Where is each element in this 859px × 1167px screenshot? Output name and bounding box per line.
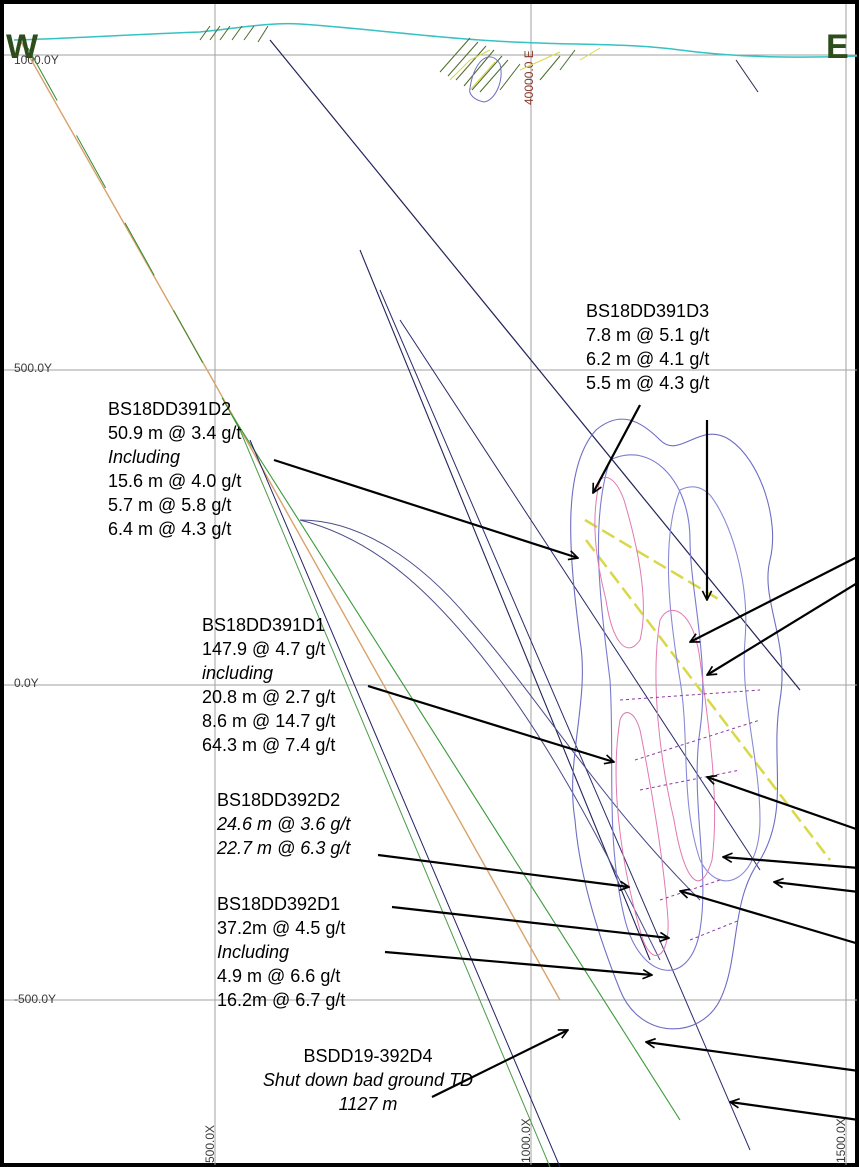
annotation-bsdd19-392d4: BSDD19-392D4 Shut down bad ground TD 112… [263,1046,473,1114]
drill-trace-branch [359,249,651,961]
drill-trace-green [229,411,681,1121]
annotation-intercept: 8.6 m @ 14.7 g/t [202,711,335,731]
surface-hatching [199,25,576,93]
annotation-intercept: 22.7 m @ 6.3 g/t [216,838,351,858]
leader-arrows [273,404,859,1122]
grid-label-yneg500: -500.0Y [14,992,56,1006]
arrow-east-1 [690,555,859,643]
arrow-392d2-a [377,853,629,887]
annotation-intercept: 6.4 m @ 4.3 g/t [108,519,231,539]
grid-label-y0: 0.0Y [14,676,39,690]
high-grade-3 [615,712,669,956]
annotation-including: Including [217,942,289,962]
arrow-391d1 [367,684,614,762]
grid-label-top-marker: 40000.0 E [522,50,536,105]
annotation-bs18dd392d2: BS18DD392D2 24.6 m @ 3.6 g/t 22.7 m @ 6.… [216,790,351,858]
annotation-bs18dd391d3: BS18DD391D3 7.8 m @ 5.1 g/t 6.2 m @ 4.1 … [586,301,709,393]
annotation-intercept: 147.9 @ 4.7 g/t [202,639,325,659]
annotation-including: including [202,663,273,683]
annotation-including: Including [108,447,180,467]
annotation-intercept: 50.9 m @ 3.4 g/t [108,423,241,443]
drill-trace-yellow-upper [584,518,721,602]
annotation-bs18dd391d1: BS18DD391D1 147.9 @ 4.7 g/t including 20… [202,615,335,755]
ore-body-inner [597,454,704,971]
annotation-hole-id: BS18DD391D2 [108,399,231,419]
topography-line [13,22,858,58]
annotation-note: 1127 m [339,1094,398,1114]
annotation-bs18dd391d2: BS18DD391D2 50.9 m @ 3.4 g/t Including 1… [108,399,241,539]
ore-body-outer [570,418,783,1030]
annotation-hole-id: BS18DD392D2 [217,790,340,810]
annotation-intercept: 6.2 m @ 4.1 g/t [586,349,709,369]
high-grade-1 [594,477,644,649]
surface-veins [449,47,601,91]
annotation-intercept: 24.6 m @ 3.6 g/t [216,814,351,834]
arrow-392d1 [384,950,652,975]
ore-body-east [667,486,761,882]
annotation-intercept: 37.2m @ 4.5 g/t [217,918,345,938]
drill-trace-green-2 [239,429,551,1167]
grid [4,4,857,1165]
annotation-hole-id: BS18DD391D3 [586,301,709,321]
drill-trace-curved-2 [299,519,661,961]
compass-west: W [6,28,39,66]
arrow-east-2 [707,581,859,675]
arrow-392d2-b [391,905,669,938]
grid-label-x1500: 1500.0X [834,1118,848,1163]
compass-east: E [826,28,849,66]
drill-trace-branch-2 [379,289,751,1151]
high-grade-2 [655,609,716,882]
surface-outline [469,56,502,103]
grid-label-x500: 500.0X [203,1125,217,1163]
annotation-intercept: 64.3 m @ 7.4 g/t [202,735,335,755]
annotation-hole-id: BS18DD391D1 [202,615,325,635]
drill-trace-yellow-lower [585,539,831,861]
arrow-391d2 [273,458,578,558]
grid-label-y500: 500.0Y [14,361,52,375]
annotation-intercept: 5.7 m @ 5.8 g/t [108,495,231,515]
annotation-hole-id: BSDD19-392D4 [303,1046,432,1066]
annotation-intercept: 16.2m @ 6.7 g/t [217,990,345,1010]
ore-body-outlines [570,418,783,1030]
annotation-note: Shut down bad ground TD [263,1070,473,1090]
annotation-hole-id: BS18DD392D1 [217,894,340,914]
surface-trace [735,59,759,93]
drill-trace-main [269,39,801,691]
arrow-east-3 [707,777,859,832]
arrow-east-5 [774,882,859,894]
grid-label-y1000: 1000.0Y [14,53,59,67]
drill-trace-dark [249,439,561,1167]
annotation-intercept: 4.9 m @ 6.6 g/t [217,966,340,986]
annotation-intercept: 20.8 m @ 2.7 g/t [202,687,335,707]
drill-traces [19,39,831,1167]
arrow-east-8 [730,1102,859,1122]
grid-label-x1000: 1000.0X [519,1118,533,1163]
arrow-east-7 [646,1042,859,1073]
arrow-east-4 [723,857,859,870]
arrow-east-6 [680,891,859,946]
annotation-intercept: 15.6 m @ 4.0 g/t [108,471,241,491]
high-grade-outlines [594,477,716,956]
arrow-392d4 [431,1029,568,1098]
annotation-intercept: 7.8 m @ 5.1 g/t [586,325,709,345]
arrow-391d3-a [592,404,641,493]
annotation-intercept: 5.5 m @ 4.3 g/t [586,373,709,393]
drill-trace-curved [299,519,701,901]
annotation-bs18dd392d1: BS18DD392D1 37.2m @ 4.5 g/t Including 4.… [217,894,345,1010]
drill-trace-green-dash [27,47,241,431]
drill-trace-orange [209,374,561,1001]
